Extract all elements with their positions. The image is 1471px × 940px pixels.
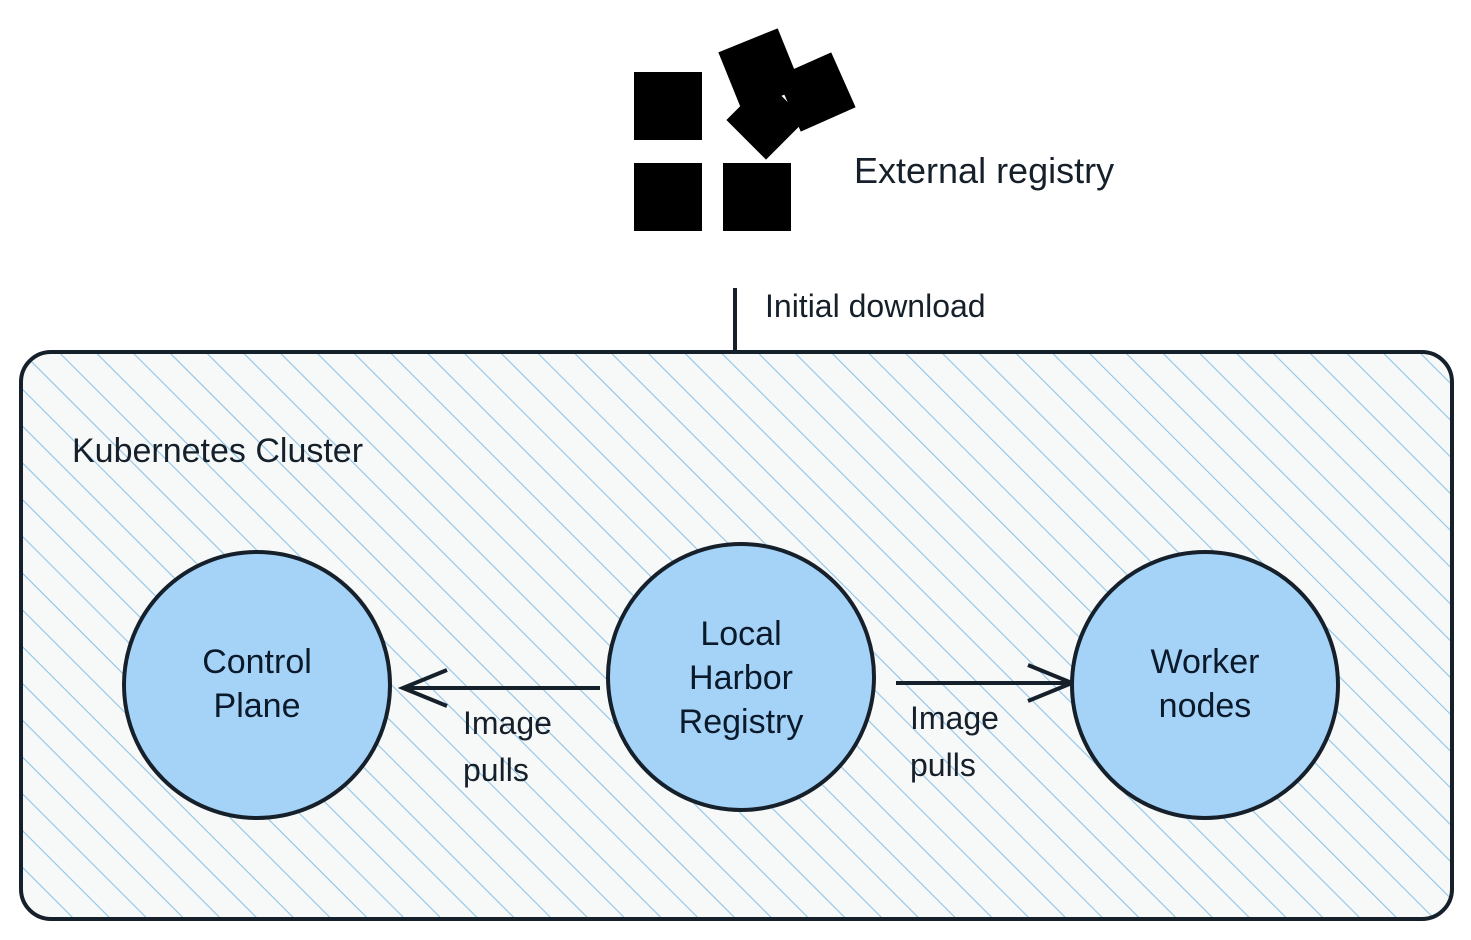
kubernetes-cluster-label: Kubernetes Cluster (72, 432, 363, 470)
external-registry-icon (634, 28, 856, 231)
node-local-harbor-registry[interactable]: Local Harbor Registry (606, 542, 876, 812)
node-worker-nodes-circle[interactable] (1070, 550, 1340, 820)
node-worker-nodes-label-line2: nodes (1159, 687, 1252, 725)
image-pulls-right-label-line1: Image (910, 700, 999, 736)
external-registry-icon-square-bottom-right (723, 163, 791, 231)
node-control-plane[interactable]: Control Plane (122, 550, 392, 820)
node-local-harbor-registry-circle[interactable] (606, 542, 876, 812)
external-registry-icon-diamond-top (718, 28, 802, 112)
node-control-plane-circle[interactable] (122, 550, 392, 820)
image-pulls-left-arrow-head (397, 668, 448, 708)
node-local-harbor-registry-label-line2: Harbor (689, 659, 793, 697)
node-local-harbor-registry-label-line3: Registry (679, 703, 804, 741)
node-control-plane-label-line1: Control (202, 643, 312, 681)
image-pulls-right-label-line2: pulls (910, 747, 976, 783)
initial-download-label: Initial download (765, 288, 986, 324)
node-worker-nodes-label-line1: Worker (1151, 643, 1260, 681)
node-local-harbor-registry-label-line1: Local (700, 615, 781, 653)
image-pulls-left-arrow (397, 668, 600, 708)
image-pulls-left-label-line1: Image (463, 705, 552, 741)
image-pulls-left-label-line2: pulls (463, 752, 529, 788)
external-registry-icon-square-top-left (634, 72, 702, 140)
external-registry-label: External registry (854, 150, 1114, 191)
node-worker-nodes[interactable]: Worker nodes (1070, 550, 1340, 820)
external-registry-icon-square-bottom-left (634, 163, 702, 231)
node-control-plane-label-line2: Plane (214, 687, 301, 725)
